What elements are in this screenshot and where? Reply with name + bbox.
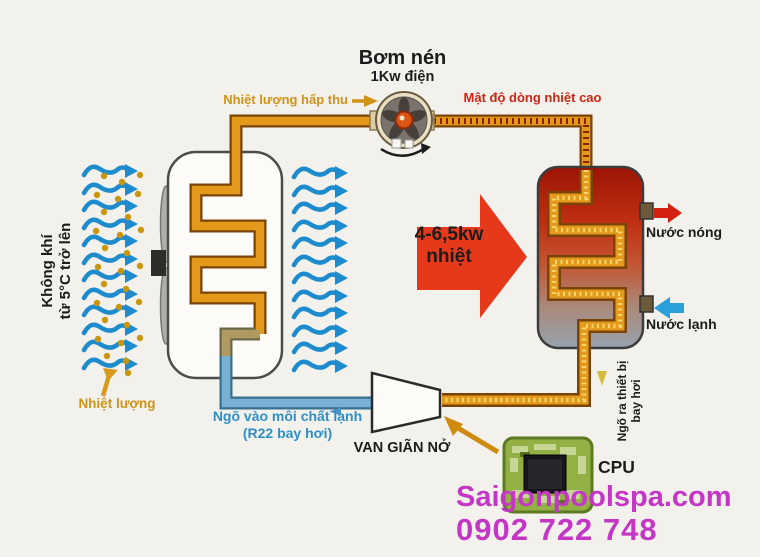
pipe-hot-gas-left [229, 114, 378, 150]
air-temperature-label: Không khí từ 5°C trở lên [39, 222, 74, 320]
air-flow-waves-right [294, 166, 348, 373]
heat-absorbed-label: Nhiệt lượng hấp thu [223, 92, 348, 107]
heat-dots [92, 171, 145, 377]
high-heat-flow-label: Mật độ dòng nhiệt cao [463, 90, 602, 105]
phone-number-text: 0902 722 748 [456, 512, 658, 547]
condenser-coil [442, 170, 627, 407]
heat-transfer-arrow [417, 194, 527, 318]
cold-water-arrow-icon [654, 297, 684, 319]
pipe-refrigerant-cold [219, 356, 374, 416]
evaporator-outlet-label: Ngõ ra thiết bị bay hơi [615, 360, 644, 442]
refrigerant-inlet-label: Ngõ vào môi chất lạnh (R22 bay hơi) [212, 408, 363, 441]
flow-down-arrow-icon [597, 371, 607, 386]
heat-source-arrow-icon [100, 368, 118, 397]
cpu-pointer-arrow-icon [444, 416, 500, 455]
compressor-icon [369, 91, 435, 157]
compressor-power-label: 1Kw điện [370, 69, 435, 85]
rotation-arrow-icon [380, 143, 431, 157]
evaporator [166, 148, 284, 380]
expansion-valve-label: VAN GIÃN NỞ [353, 440, 451, 456]
heat-source-label: Nhiệt lượng [78, 396, 156, 411]
heat-output-label: 4-6,5kw nhiệt [414, 224, 484, 268]
cpu-label: CPU [598, 457, 635, 477]
hot-water-arrow-icon [654, 203, 682, 223]
cpu-board [502, 436, 594, 514]
pipe-hot-gas-right [428, 114, 593, 172]
website-text: Saigonpoolspa.com [456, 481, 732, 513]
air-flow-waves-left [84, 164, 138, 371]
heat-absorbed-arrow-icon [352, 95, 378, 107]
cold-water-port [639, 295, 654, 313]
cold-water-label: Nước lạnh [646, 316, 717, 332]
expansion-valve [370, 371, 442, 434]
hot-water-port [639, 202, 654, 220]
compressor-title: Bơm nén [358, 47, 447, 69]
hot-water-label: Nước nóng [646, 224, 723, 240]
flow-direction-icon [329, 407, 341, 416]
